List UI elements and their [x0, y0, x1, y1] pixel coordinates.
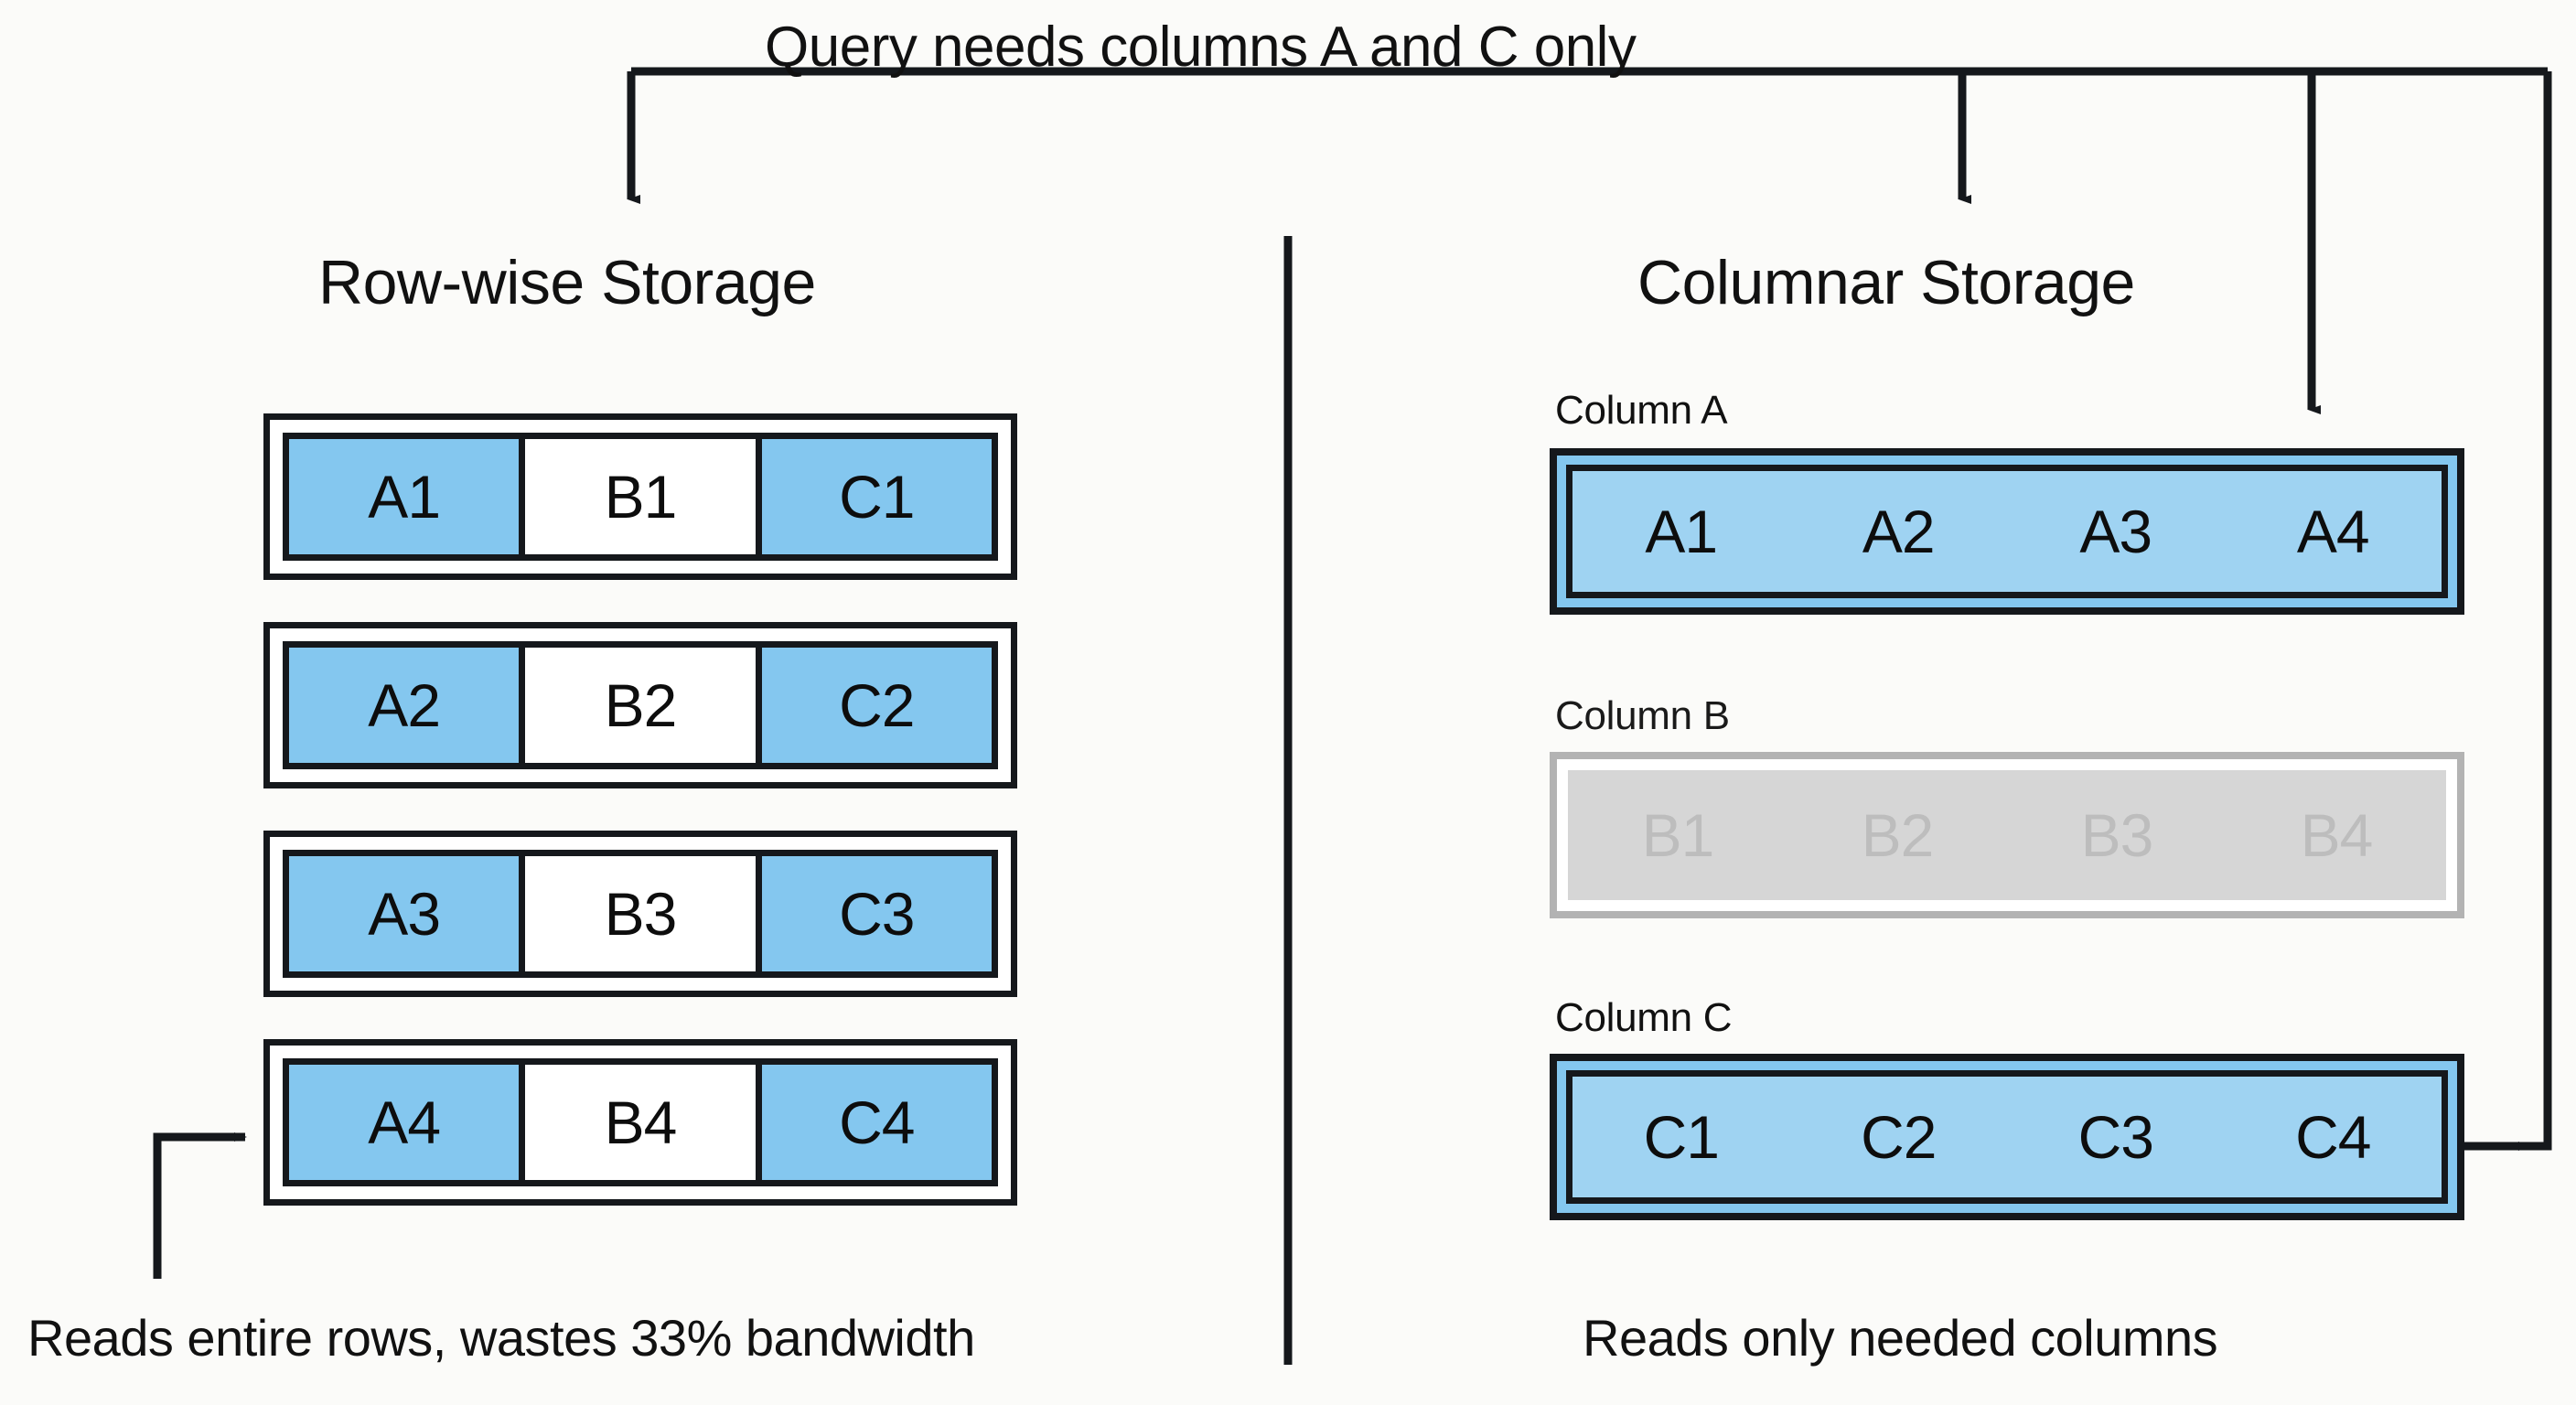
column-b-label: Column B: [1555, 693, 1730, 738]
row-cell-b1[interactable]: B1: [519, 439, 762, 554]
column-c-label: Column C: [1555, 995, 1733, 1040]
row-cell-a1[interactable]: A1: [289, 439, 520, 554]
column-b-box[interactable]: B1 B2 B3 B4: [1550, 752, 2464, 918]
row-cell-b3[interactable]: B3: [519, 856, 762, 971]
row-cell-c2[interactable]: C2: [761, 648, 992, 763]
row-cell-b4[interactable]: B4: [519, 1065, 762, 1180]
row-cell-c1[interactable]: C1: [761, 439, 992, 554]
column-c-box[interactable]: C1 C2 C3 C4: [1550, 1054, 2464, 1220]
row-cell-a2[interactable]: A2: [289, 648, 520, 763]
column-a-label: Column A: [1555, 388, 1728, 433]
row-wise-title: Row-wise Storage: [318, 248, 816, 317]
row-cell-c4[interactable]: C4: [761, 1065, 992, 1180]
column-a-box[interactable]: A1 A2 A3 A4: [1550, 448, 2464, 615]
column-a-cell-1[interactable]: A1: [1645, 498, 1718, 565]
row-box-4[interactable]: A4 B4 C4: [263, 1039, 1017, 1206]
column-c-cell-4[interactable]: C4: [2295, 1103, 2371, 1171]
row-cell-b2[interactable]: B2: [519, 648, 762, 763]
row-box-1[interactable]: A1 B1 C1: [263, 413, 1017, 580]
row-wise-caption: Reads entire rows, wastes 33% bandwidth: [27, 1309, 975, 1367]
columnar-caption: Reads only needed columns: [1583, 1309, 2218, 1367]
column-b-cell-3: B3: [2080, 801, 2154, 869]
banner-label: Query needs columns A and C only: [765, 16, 1637, 79]
column-a-cell-4[interactable]: A4: [2296, 498, 2370, 565]
column-b-cell-4: B4: [2300, 801, 2374, 869]
column-a-cell-3[interactable]: A3: [2079, 498, 2152, 565]
column-c-cell-1[interactable]: C1: [1643, 1103, 1720, 1171]
column-c-cell-3[interactable]: C3: [2077, 1103, 2154, 1171]
column-b-cell-2: B2: [1861, 801, 1935, 869]
row-box-3[interactable]: A3 B3 C3: [263, 831, 1017, 997]
columnar-title: Columnar Storage: [1637, 248, 2135, 317]
row-box-2[interactable]: A2 B2 C2: [263, 622, 1017, 788]
column-a-cell-2[interactable]: A2: [1862, 498, 1936, 565]
row-cell-c3[interactable]: C3: [761, 856, 992, 971]
column-c-cell-2[interactable]: C2: [1861, 1103, 1937, 1171]
row-cell-a3[interactable]: A3: [289, 856, 520, 971]
column-b-cell-1: B1: [1641, 801, 1715, 869]
row-cell-a4[interactable]: A4: [289, 1065, 520, 1180]
